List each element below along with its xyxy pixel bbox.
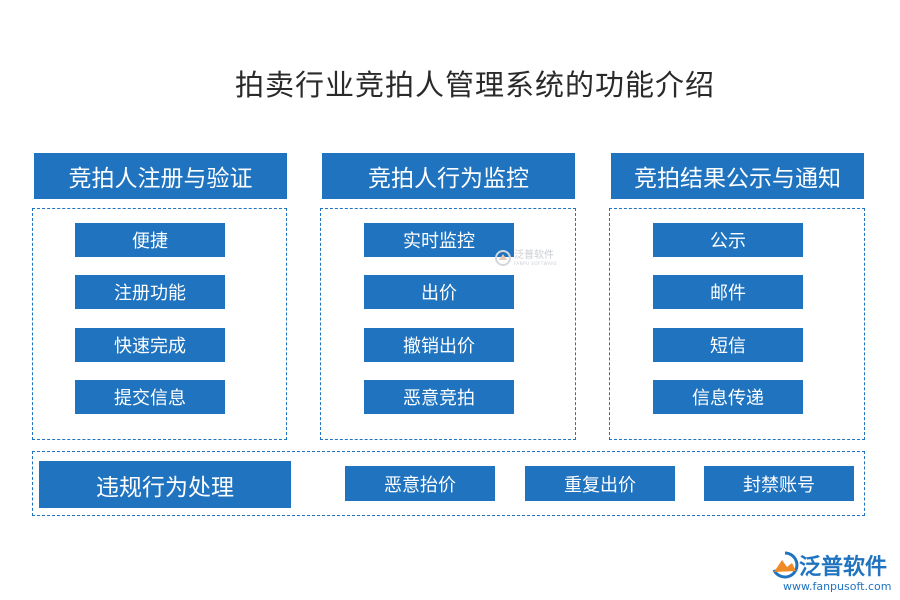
bottom-frame-violations — [32, 451, 865, 516]
item-box: 重复出价 — [525, 466, 675, 501]
column-frame-registration — [32, 208, 287, 440]
brand-url: www.fanpusoft.com — [783, 580, 892, 593]
item-box: 恶意抬价 — [345, 466, 495, 501]
item-box: 实时监控 — [364, 223, 514, 257]
item-box: 提交信息 — [75, 380, 225, 414]
item-box: 快速完成 — [75, 328, 225, 362]
column-header-monitoring: 竞拍人行为监控 — [322, 153, 575, 199]
brand-logo: 泛普软件 www.fanpusoft.com — [769, 549, 893, 597]
diagram-title: 拍卖行业竞拍人管理系统的功能介绍 — [234, 68, 715, 102]
item-box: 邮件 — [653, 275, 803, 309]
watermark-text: 泛普软件 — [514, 249, 554, 261]
item-box: 出价 — [364, 275, 514, 309]
item-box: 注册功能 — [75, 275, 225, 309]
bottom-header-violations: 违规行为处理 — [39, 461, 291, 508]
item-box: 公示 — [653, 223, 803, 257]
column-header-registration: 竞拍人注册与验证 — [34, 153, 287, 199]
item-box: 恶意竞拍 — [364, 380, 514, 414]
item-box: 撤销出价 — [364, 328, 514, 362]
column-frame-results — [609, 208, 865, 440]
watermark-subtext: FANPU SOFTWARE — [514, 260, 558, 266]
item-box: 信息传递 — [653, 380, 803, 414]
item-box: 短信 — [653, 328, 803, 362]
column-frame-monitoring — [320, 208, 576, 440]
watermark-logo-icon — [495, 250, 511, 266]
watermark: 泛普软件 FANPU SOFTWARE — [495, 250, 557, 266]
brand-logo-icon — [772, 551, 799, 579]
brand-name: 泛普软件 — [799, 555, 888, 580]
item-box: 便捷 — [75, 223, 225, 257]
column-header-results: 竞拍结果公示与通知 — [611, 153, 864, 199]
item-box: 封禁账号 — [704, 466, 854, 501]
